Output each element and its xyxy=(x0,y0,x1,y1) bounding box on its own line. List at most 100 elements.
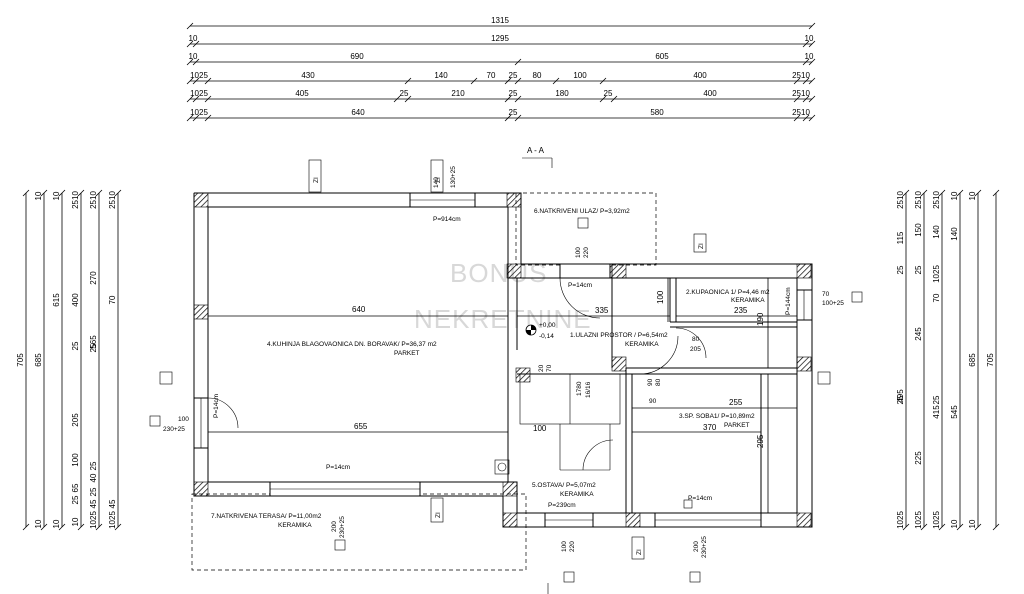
stair-dim-2: 70 xyxy=(546,364,553,372)
left-dim-label: 45 xyxy=(108,499,117,508)
column-block xyxy=(796,356,812,372)
top-dim-label: 1025 xyxy=(190,108,208,117)
dim-655: 655 xyxy=(354,422,368,431)
top-dim-label: 640 xyxy=(351,108,365,117)
dim-190: 190 xyxy=(756,312,765,326)
section-label: A - A xyxy=(527,146,545,155)
left-dim-label: 100 xyxy=(71,453,80,467)
right-dim-label: 1025 xyxy=(932,511,941,529)
w-bath-dim2: 100+25 xyxy=(822,300,844,307)
top-dim-label: 405 xyxy=(295,89,309,98)
dim-90: 90 xyxy=(649,398,657,405)
top-dim-label: 10 xyxy=(189,34,198,43)
right-dim-label: 115 xyxy=(896,231,905,244)
room-entry-floor: KERAMIKA xyxy=(625,341,659,348)
left-dim-label: 10 xyxy=(52,519,61,528)
dim-100a: 100 xyxy=(656,290,665,304)
stair-dimensions: 20 70 1780 16/16 xyxy=(538,364,592,398)
top-dim-label: 430 xyxy=(301,71,315,80)
level-sub: -0,14 xyxy=(539,333,554,340)
door-entry-dim2: 220 xyxy=(583,247,590,258)
column-block xyxy=(515,367,531,383)
left-dim-label: 685 xyxy=(34,353,43,367)
left-dim-label: 2510 xyxy=(71,191,80,209)
tag-storage: ZI xyxy=(636,549,643,555)
w-top-label: P=914cm xyxy=(433,216,461,223)
top-dim-label: 1025 xyxy=(190,71,208,80)
left-dim-label: 615 xyxy=(52,293,61,307)
right-dim-label: 25 xyxy=(932,395,941,404)
right-dim-label: 2510 xyxy=(896,191,905,209)
column-block xyxy=(502,481,518,497)
top-dim-label: 400 xyxy=(693,71,707,80)
w-bath-label: P=144cm xyxy=(785,287,792,315)
w-bed-dim1: 200 xyxy=(693,541,700,552)
stair-dim-3: 1780 xyxy=(576,381,583,396)
opening-annotations: ZI ZI 140 130+25 P=914cm 100 230+25 P=14… xyxy=(149,159,863,583)
room-storage-name: 5.OSTAVA/ P=5,07m2 xyxy=(532,482,596,489)
room-covered-entry-name: 6.NATKRIVENI ULAZ/ P=3,92m2 xyxy=(534,208,630,215)
w-bottom-dim2: 230+25 xyxy=(339,516,346,538)
right-dim-label: 10 xyxy=(968,519,977,528)
w-bottom-dim1: 200 xyxy=(331,521,338,532)
w-bed-label: P=14cm xyxy=(688,495,712,502)
w-storage-dim2: 220 xyxy=(569,541,576,552)
structural-columns xyxy=(193,192,812,528)
dim-90b: 90 xyxy=(647,378,654,386)
top-dim-label: 80 xyxy=(533,71,542,80)
room-bedroom-floor: PARKET xyxy=(724,422,750,429)
right-dim-label: 1025 xyxy=(932,265,941,283)
dim-235: 235 xyxy=(734,306,748,315)
room-entry-name: 1.ULAZNI PROSTOR / P=6,54m2 xyxy=(570,332,668,339)
right-dim-label: 415 xyxy=(932,405,941,419)
column-block xyxy=(193,481,209,497)
left-dim-label: 205 xyxy=(71,413,80,427)
right-dim-label: 705 xyxy=(986,353,995,367)
right-dim-label: 140 xyxy=(950,227,959,241)
stair-dim-4: 16/16 xyxy=(585,381,592,398)
right-dim-label: 685 xyxy=(968,353,977,367)
left-dim-label: 1025 xyxy=(89,511,98,529)
top-dim-label: 2510 xyxy=(792,71,810,80)
door-swings xyxy=(207,277,707,471)
left-dim-label: 10 xyxy=(34,519,43,528)
top-dim-label: 690 xyxy=(350,52,364,61)
stair-dim-1: 20 xyxy=(538,364,545,372)
w-bed-dim2: 230+25 xyxy=(701,536,708,558)
left-dim-label: 10 xyxy=(52,191,61,200)
w-left-dim: 100 xyxy=(178,416,189,423)
right-dim-label: 10 xyxy=(968,191,977,200)
room-storage-floor: KERAMIKA xyxy=(560,491,594,498)
top-dim-label: 25 xyxy=(509,71,518,80)
top-dim-label: 10 xyxy=(189,52,198,61)
top-dim-label: 1025 xyxy=(190,89,208,98)
top-dim-label: 2510 xyxy=(792,89,810,98)
left-dim-label: 10 xyxy=(71,517,80,526)
w-left-dim2: 230+25 xyxy=(163,426,185,433)
column-block xyxy=(506,263,522,279)
left-dimension-chains: 7051068510106151025104002520510065251025… xyxy=(16,189,122,531)
left-dim-label: 2510 xyxy=(89,191,98,209)
top-dim-label: 10 xyxy=(805,34,814,43)
terrace-outline xyxy=(191,493,527,571)
dim-335: 335 xyxy=(595,306,609,315)
column-block xyxy=(611,263,627,279)
dim-640: 640 xyxy=(352,305,366,314)
top-dim-label: 2510 xyxy=(792,108,810,117)
door-entry-label: P=14cm xyxy=(568,282,592,289)
left-dim-label: 270 xyxy=(89,271,98,285)
top-dim-label: 140 xyxy=(434,71,448,80)
right-dim-label: 225 xyxy=(914,451,923,465)
left-dim-label: 25 xyxy=(71,341,80,350)
column-block xyxy=(193,192,209,208)
dim-80b: 80 xyxy=(655,378,662,386)
left-dim-label: 25 xyxy=(89,487,98,496)
top-dim-label: 580 xyxy=(650,108,664,117)
dim-370: 370 xyxy=(703,423,717,432)
top-dim-label: 605 xyxy=(655,52,669,61)
column-block xyxy=(611,356,627,372)
left-dim-label: 65 xyxy=(71,483,80,492)
column-block xyxy=(502,512,518,528)
right-dim-label: 10 xyxy=(950,519,959,528)
